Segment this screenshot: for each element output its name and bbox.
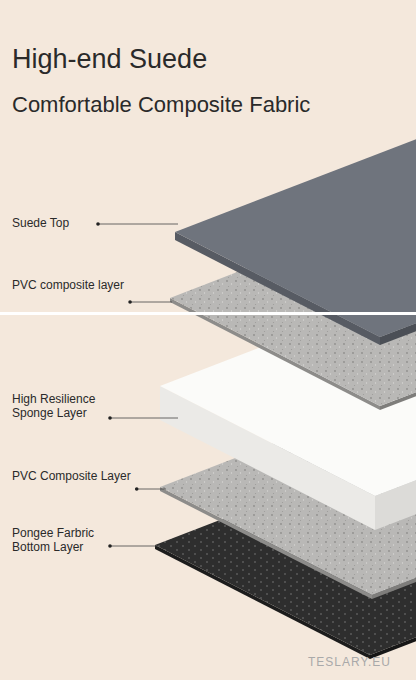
part-label: Suede Top (12, 217, 69, 231)
layer-top (175, 128, 416, 337)
leader-dot (128, 300, 132, 304)
leader-line (137, 489, 166, 490)
panel-divider (0, 312, 416, 315)
leader-line (110, 546, 158, 547)
part-label: Pongee Farbric Bottom Layer (12, 527, 104, 555)
leader-line (130, 302, 172, 303)
leader-dot (108, 544, 112, 548)
watermark: TESLARY.EU (308, 656, 391, 670)
leader-line (110, 418, 178, 419)
leader-dot (108, 416, 112, 420)
leader-dot (96, 222, 100, 226)
title: High-end Suede (12, 44, 207, 75)
part-label: High Resilience Sponge Layer (12, 393, 104, 421)
part-label: PVC Composite Layer (12, 470, 131, 484)
leader-dot (135, 487, 139, 491)
leader-lines (96, 222, 178, 548)
leader-line (98, 224, 178, 225)
subtitle: Comfortable Composite Fabric (12, 92, 310, 117)
part-label: PVC composite layer (12, 279, 124, 293)
